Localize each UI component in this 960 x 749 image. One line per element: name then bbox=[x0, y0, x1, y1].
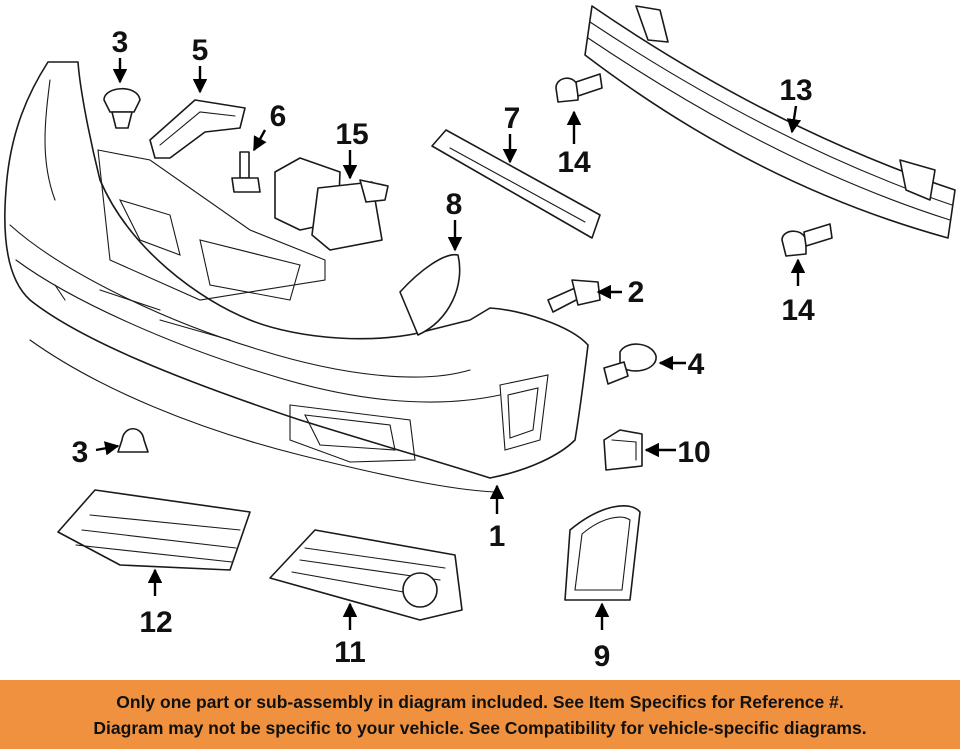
callout-11: 11 bbox=[334, 636, 366, 669]
grille-12-part bbox=[57, 489, 251, 571]
callout-7: 7 bbox=[504, 102, 521, 135]
callout-1: 1 bbox=[489, 520, 506, 553]
bolt-14-upper-part bbox=[555, 73, 603, 103]
callout-3-top: 3 bbox=[112, 26, 129, 59]
disclaimer-line-2: Diagram may not be specific to your vehi… bbox=[93, 718, 867, 738]
clip-2-part bbox=[547, 279, 601, 313]
callout-13: 13 bbox=[779, 74, 812, 107]
module-15-part bbox=[274, 157, 389, 251]
callout-14-lower: 14 bbox=[781, 294, 815, 327]
callout-12: 12 bbox=[139, 606, 172, 639]
bracket-5-part bbox=[149, 99, 246, 159]
disclaimer-line-1: Only one part or sub-assembly in diagram… bbox=[116, 692, 844, 712]
cover-8-part bbox=[399, 253, 461, 336]
grommet-4-part bbox=[603, 343, 657, 385]
bumper-cover-part bbox=[4, 61, 589, 493]
callout-6: 6 bbox=[270, 100, 287, 133]
callout-10: 10 bbox=[677, 436, 710, 469]
bolt-6-part bbox=[231, 151, 261, 193]
callout-3-bottom: 3 bbox=[72, 436, 89, 469]
bolt-14-lower-part bbox=[781, 223, 833, 257]
callout-4: 4 bbox=[688, 348, 705, 381]
callout-2: 2 bbox=[628, 276, 645, 309]
leader-lines bbox=[95, 58, 806, 630]
clip-3-top-part bbox=[103, 88, 141, 129]
exploded-parts-diagram: 1 2 3 3 4 5 6 7 8 9 10 11 12 13 14 14 15 bbox=[4, 5, 956, 673]
grille-11-part bbox=[269, 529, 463, 621]
callout-15: 15 bbox=[335, 118, 368, 151]
callout-14-upper: 14 bbox=[557, 146, 591, 179]
reinforcement-beam-13-part bbox=[584, 5, 956, 239]
disclaimer-banner: Only one part or sub-assembly in diagram… bbox=[0, 680, 960, 749]
callout-5: 5 bbox=[192, 34, 209, 67]
clip-10-part bbox=[603, 429, 643, 471]
reinforcement-7-part bbox=[431, 129, 601, 239]
clip-3-bottom-part bbox=[117, 427, 149, 453]
fog-bezel-9-part bbox=[564, 505, 641, 601]
callout-8: 8 bbox=[446, 188, 463, 221]
callout-9: 9 bbox=[594, 640, 611, 673]
